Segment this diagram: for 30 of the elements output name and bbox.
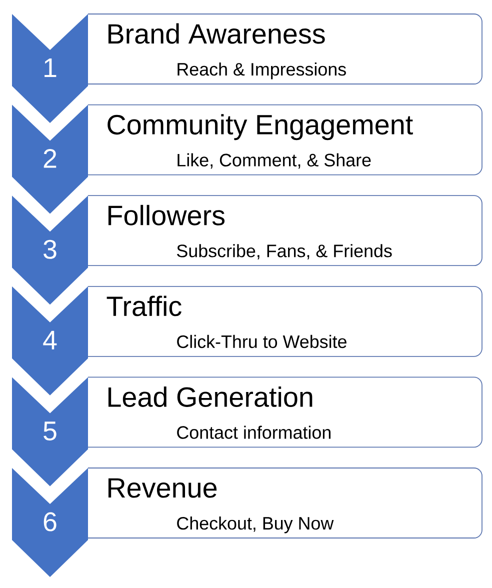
step-description: Reach & Impressions [178, 62, 346, 80]
step-number: 3 [44, 240, 56, 259]
step-box [88, 104, 482, 176]
step-number: 6 [44, 512, 56, 532]
step-box [88, 286, 482, 357]
step-box [88, 195, 482, 266]
step-title: Revenue [108, 478, 217, 498]
step-box [88, 376, 482, 448]
step-marker [12, 286, 88, 396]
step-marker [12, 14, 88, 123]
step-title: Brand Awareness [108, 23, 325, 44]
step-number: 2 [44, 149, 56, 168]
step-marker [12, 196, 88, 305]
step-description: Click-Thru to Website [177, 334, 346, 348]
step-title: Followers [108, 204, 225, 226]
step-title: Traffic [106, 296, 182, 316]
step-number: 4 [43, 330, 57, 350]
step-marker [12, 468, 88, 577]
step-description: Checkout, Buy Now [177, 516, 334, 534]
step-description: Contact information [177, 426, 330, 439]
step-description: Like, Comment, & Share [178, 153, 371, 169]
step-number: 1 [44, 58, 56, 77]
step-marker [12, 104, 88, 214]
step-description: Subscribe, Fans, & Friends [177, 244, 392, 260]
step-box [88, 468, 482, 538]
step-title: Community Engagement [108, 114, 413, 140]
step-number: 5 [44, 422, 56, 440]
step-title: Lead Generation [108, 386, 312, 407]
step-marker [12, 377, 88, 486]
step-box [88, 14, 482, 84]
